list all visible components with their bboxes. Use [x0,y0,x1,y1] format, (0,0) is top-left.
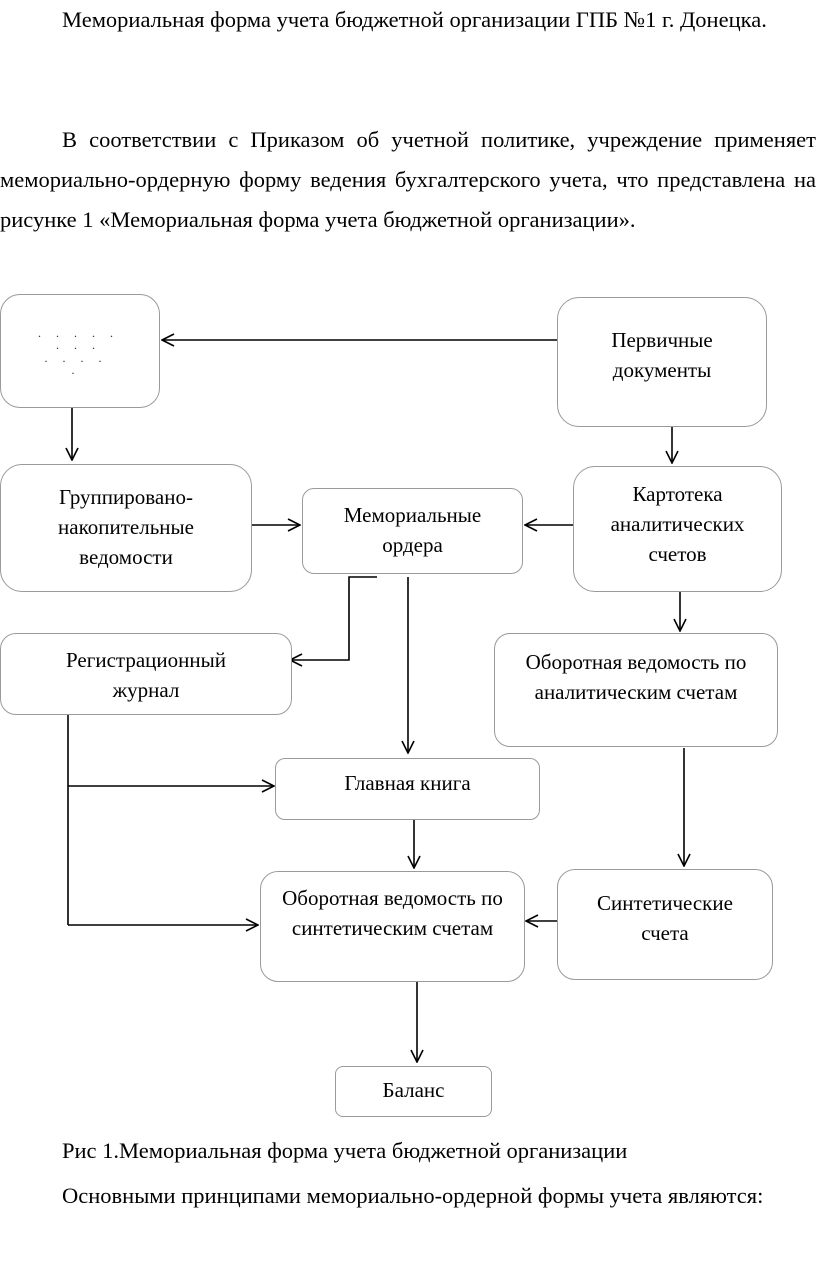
node-grouping-statements: Группировано-накопительные ведомости [0,464,252,592]
node-placeholder: . . . . . . . . . . . . . [0,294,160,408]
node-synthetic-accounts: Синтетические счета [557,869,773,980]
node-analytic-turnover-label: Оборотная ведомость по аналитическим сче… [525,650,747,704]
arrow-orders-to-journal [290,576,377,660]
node-synthetic-turnover-label: Оборотная ведомость по синтетическим сче… [282,886,503,940]
node-primary-documents-label: Первичные документы [611,328,713,382]
paragraph-principles: Основными принципами мемориально-ордерно… [62,1183,764,1208]
paragraph-intro: В соответствии с Приказом об учетной пол… [0,127,816,232]
paragraph-title: Мемориальная форма учета бюджетной орган… [62,7,767,32]
node-memorial-orders: Мемориальные ордера [302,488,523,574]
node-balance-label: Баланс [382,1078,445,1102]
node-balance: Баланс [335,1066,492,1117]
placeholder-dots-line2: . . . . . [44,351,108,377]
placeholder-dots-line1: . . . . . . . . [38,326,119,352]
node-registration-journal-label: Регистрационный журнал [66,648,226,702]
node-grouping-statements-label: Группировано-накопительные ведомости [58,485,194,569]
node-card-index-label: Картотека аналитических счетов [610,482,745,566]
node-analytic-turnover: Оборотная ведомость по аналитическим сче… [494,633,778,747]
node-general-ledger: Главная книга [275,758,540,820]
figure-caption: Рис 1.Мемориальная форма учета бюджетной… [62,1138,628,1163]
node-synthetic-turnover: Оборотная ведомость по синтетическим сче… [260,871,525,982]
node-card-index: Картотека аналитических счетов [573,466,782,592]
node-registration-journal: Регистрационный журнал [0,633,292,715]
node-synthetic-accounts-label: Синтетические счета [597,891,733,945]
node-general-ledger-label: Главная книга [344,771,471,795]
node-memorial-orders-label: Мемориальные ордера [343,503,482,557]
node-primary-documents: Первичные документы [557,297,767,427]
